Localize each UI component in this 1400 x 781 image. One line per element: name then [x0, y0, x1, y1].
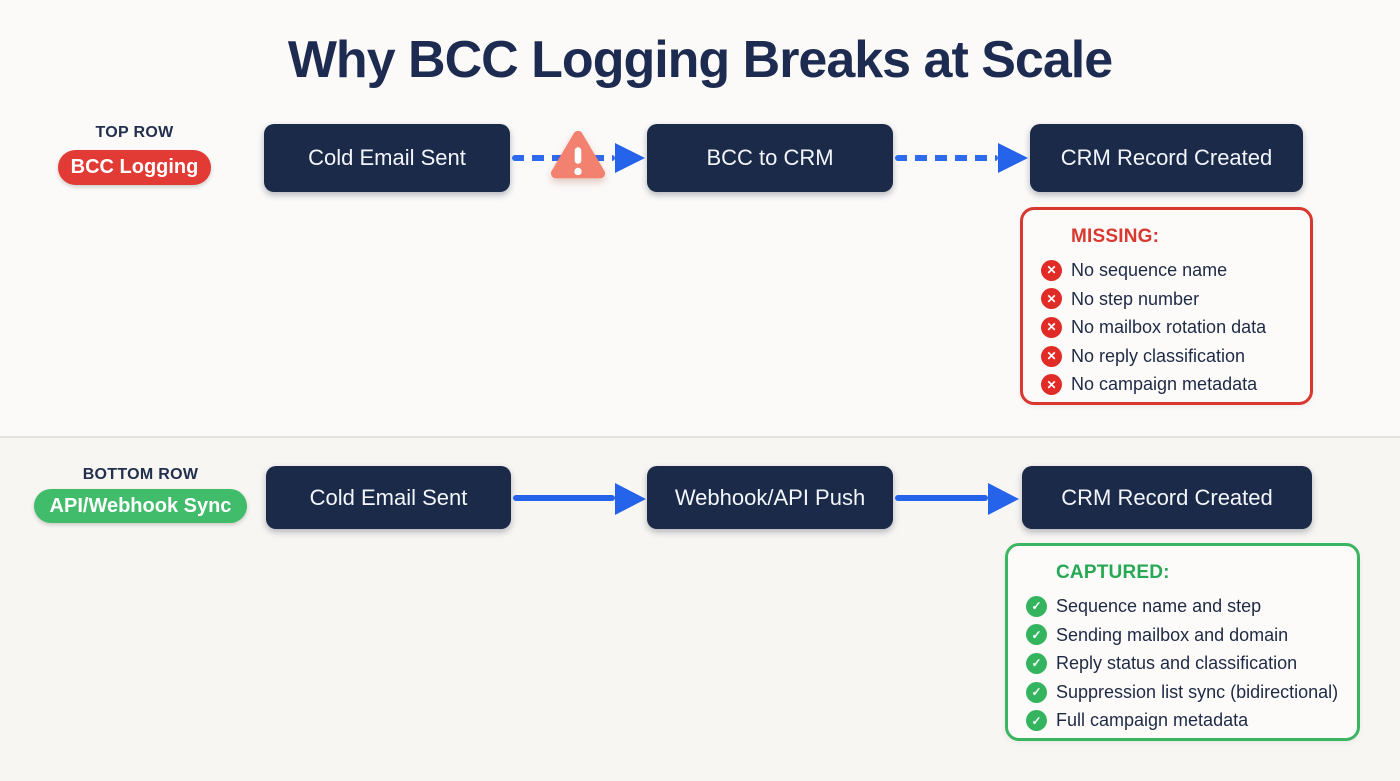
arrow-right-icon — [998, 143, 1028, 173]
list-item: ✕ No sequence name — [1041, 256, 1292, 285]
captured-item-label: Sending mailbox and domain — [1056, 624, 1289, 645]
list-item: ✓ Suppression list sync (bidirectional) — [1026, 678, 1339, 707]
page-title: Why BCC Logging Breaks at Scale — [287, 31, 1113, 89]
list-item: ✕ No reply classification — [1041, 342, 1292, 371]
check-circle-icon: ✓ — [1026, 681, 1047, 703]
bcc-logging-badge: BCC Logging — [58, 150, 211, 185]
list-item: ✕ No campaign metadata — [1041, 370, 1292, 399]
arrow-right-icon — [988, 483, 1019, 515]
missing-item-label: No mailbox rotation data — [1071, 317, 1267, 338]
captured-item-label: Full campaign metadata — [1056, 710, 1249, 731]
node-crm-record-created-top: CRM Record Created — [1030, 124, 1303, 192]
x-circle-icon: ✕ — [1041, 374, 1062, 396]
list-item: ✕ No mailbox rotation data — [1041, 313, 1292, 342]
list-item: ✓ Full campaign metadata — [1026, 706, 1339, 735]
dashed-connector-2 — [895, 155, 998, 161]
solid-connector-2 — [895, 495, 988, 501]
missing-panel: MISSING: ✕ No sequence name ✕ No step nu… — [1020, 207, 1313, 405]
node-cold-email-sent-top: Cold Email Sent — [264, 124, 510, 192]
top-row-label: TOP ROW — [95, 124, 174, 141]
list-item: ✕ No step number — [1041, 285, 1292, 314]
arrow-right-icon — [615, 143, 645, 173]
warning-triangle-icon — [549, 127, 607, 190]
bottom-row-label: BOTTOM ROW — [82, 466, 199, 483]
captured-item-label: Suppression list sync (bidirectional) — [1056, 681, 1339, 702]
node-webhook-api-push: Webhook/API Push — [647, 466, 893, 529]
check-circle-icon: ✓ — [1026, 710, 1047, 732]
list-item: ✓ Sequence name and step — [1026, 592, 1339, 621]
missing-item-label: No reply classification — [1071, 345, 1246, 366]
captured-item-label: Reply status and classification — [1056, 653, 1298, 674]
x-circle-icon: ✕ — [1041, 316, 1062, 338]
missing-item-label: No step number — [1071, 288, 1200, 309]
api-webhook-sync-badge: API/Webhook Sync — [34, 489, 247, 523]
node-crm-record-created-bottom: CRM Record Created — [1022, 466, 1312, 529]
list-item: ✓ Sending mailbox and domain — [1026, 621, 1339, 650]
x-circle-icon: ✕ — [1041, 345, 1062, 367]
missing-item-label: No sequence name — [1071, 260, 1228, 280]
list-item: ✓ Reply status and classification — [1026, 649, 1339, 678]
captured-panel-title: CAPTURED: — [1056, 562, 1170, 583]
captured-panel: CAPTURED: ✓ Sequence name and step ✓ Sen… — [1005, 543, 1360, 741]
solid-connector-1 — [513, 495, 615, 501]
captured-item-label: Sequence name and step — [1056, 596, 1262, 616]
check-circle-icon: ✓ — [1026, 595, 1047, 617]
x-circle-icon: ✕ — [1041, 288, 1062, 310]
check-circle-icon: ✓ — [1026, 652, 1047, 674]
missing-panel-title: MISSING: — [1071, 226, 1160, 247]
check-circle-icon: ✓ — [1026, 624, 1047, 646]
x-circle-icon: ✕ — [1041, 259, 1062, 281]
missing-item-label: No campaign metadata — [1071, 374, 1258, 395]
node-cold-email-sent-bottom: Cold Email Sent — [266, 466, 511, 529]
node-bcc-to-crm: BCC to CRM — [647, 124, 893, 192]
arrow-right-icon — [615, 483, 646, 515]
